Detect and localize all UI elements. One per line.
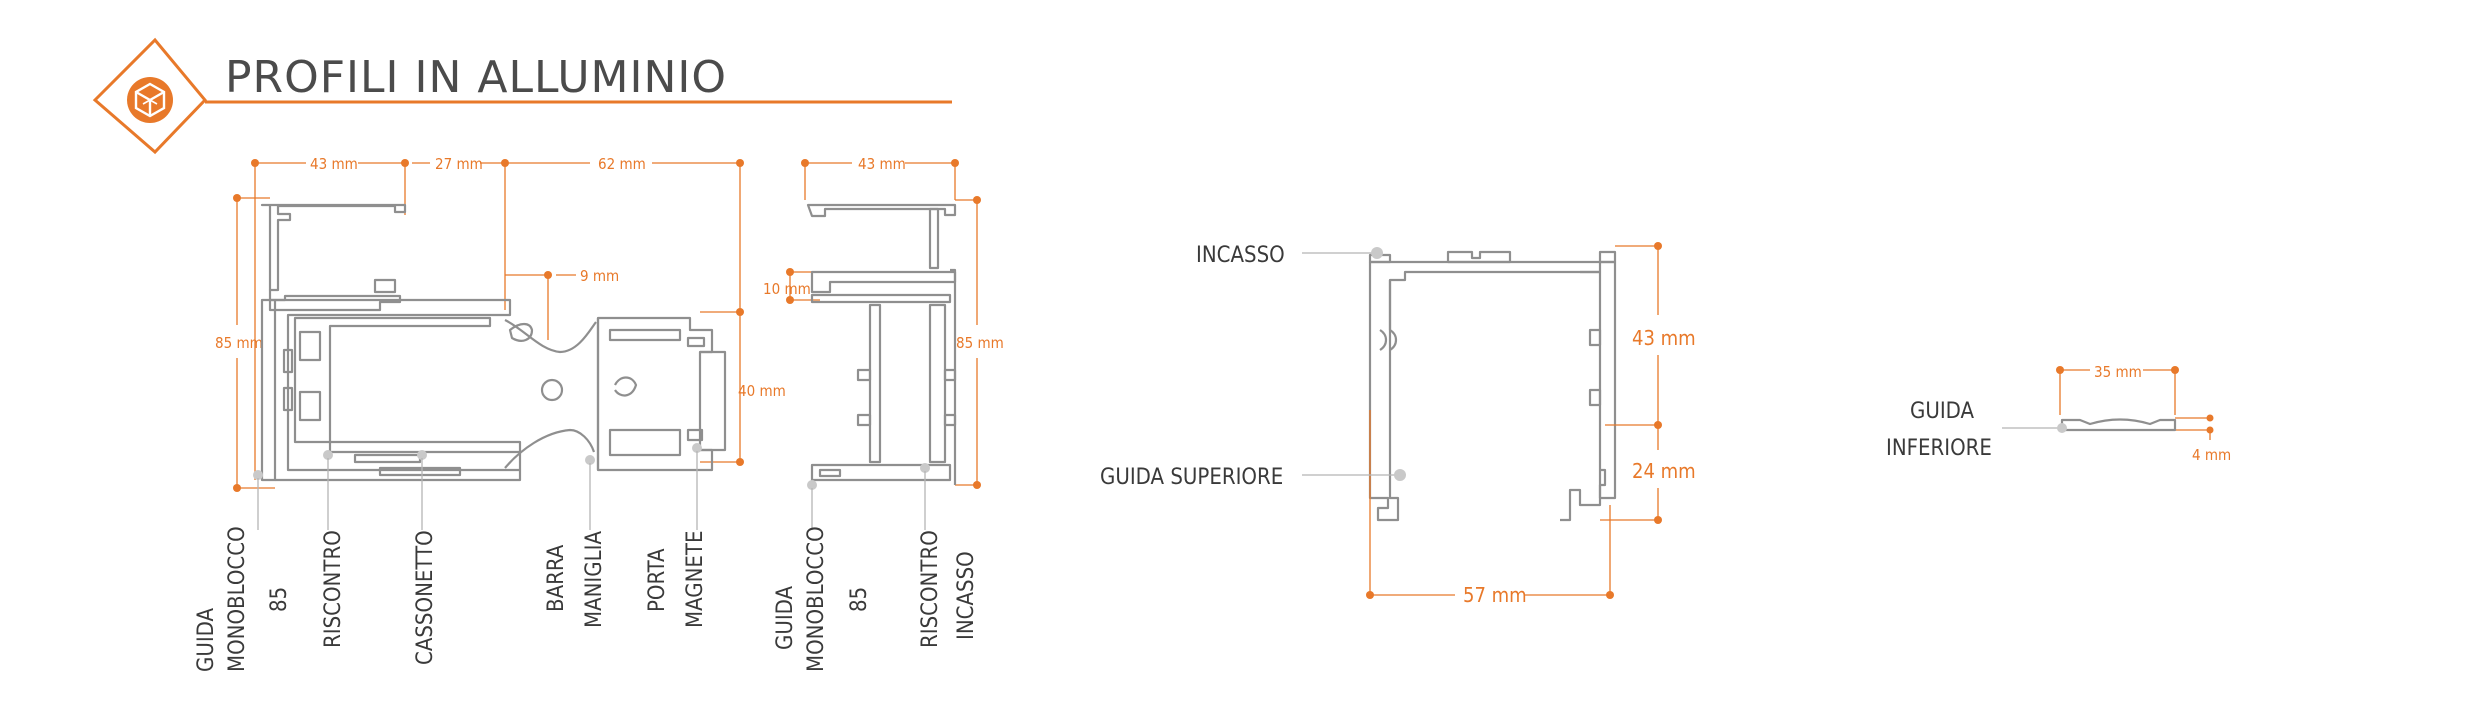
- left-label-leaders: [253, 443, 702, 530]
- label-barra-maniglia-line1: BARRA: [544, 544, 569, 612]
- label-guida-monoblocco-mid-line1: GUIDA: [773, 585, 798, 650]
- dim-4mm: 4 mm: [2192, 446, 2231, 464]
- dim-43mm-left: 43 mm: [310, 155, 358, 173]
- label-riscontro-incasso-line2: INCASSO: [954, 551, 979, 640]
- dim-85mm-left: 85 mm: [215, 334, 263, 352]
- label-porta-magnete-line1: PORTA: [645, 548, 670, 612]
- dim-27mm: 27 mm: [435, 155, 483, 173]
- guida-inferiore-dimensions: 35 mm 4 mm: [2056, 363, 2231, 464]
- label-cassonetto: CASSONETTO: [413, 530, 438, 665]
- page-title: PROFILI IN ALLUMINIO: [225, 52, 727, 103]
- guida-inferiore-assembly: 35 mm 4 mm GUIDA INFERIORE: [1886, 363, 2231, 464]
- dim-40mm-group: 40 mm: [700, 308, 786, 466]
- label-porta-magnete-line2: MAGNETE: [683, 531, 708, 628]
- label-guida-monoblocco-mid-line2: MONOBLOCCO: [804, 526, 829, 672]
- left-profile-shapes: [260, 203, 727, 482]
- left-top-dimensions: 43 mm 27 mm 62 mm 9 mm: [251, 155, 744, 480]
- label-riscontro-incasso-line1: RISCONTRO: [918, 530, 943, 648]
- middle-label-leaders: [807, 463, 930, 530]
- middle-assembly: 43 mm 10 mm 85 mm: [763, 155, 1004, 672]
- dim-62mm: 62 mm: [598, 155, 646, 173]
- right-profile-shapes: [1368, 250, 1617, 522]
- dim-40mm: 40 mm: [738, 382, 786, 400]
- dim-24mm: 24 mm: [1632, 459, 1696, 483]
- label-barra-maniglia-line2: MANIGLIA: [582, 531, 607, 628]
- dim-10mm: 10 mm: [763, 280, 811, 298]
- dim-85mm-middle: 85 mm: [956, 334, 1004, 352]
- middle-dimensions: 43 mm 10 mm 85 mm: [763, 155, 1004, 489]
- label-guida-inferiore-line2: INFERIORE: [1886, 436, 1992, 461]
- left-vertical-dimension: 85 mm: [215, 194, 275, 492]
- dim-35mm: 35 mm: [2094, 363, 2142, 381]
- middle-labels: GUIDA MONOBLOCCO 85 RISCONTRO INCASSO: [773, 526, 979, 672]
- middle-profile-shapes: [806, 203, 957, 485]
- dim-43mm-right: 43 mm: [1632, 326, 1696, 350]
- dim-9mm: 9 mm: [580, 267, 619, 285]
- dim-43mm-middle: 43 mm: [858, 155, 906, 173]
- label-guida-monoblocco-line2: MONOBLOCCO: [225, 526, 250, 672]
- left-assembly: 43 mm 27 mm 62 mm 9 mm: [194, 155, 786, 672]
- label-guida-superiore: GUIDA SUPERIORE: [1100, 465, 1283, 490]
- label-riscontro: RISCONTRO: [321, 530, 346, 648]
- left-labels: GUIDA MONOBLOCCO 85 RISCONTRO CASSONETTO…: [194, 526, 708, 672]
- aluminium-profile-cube-icon: [127, 77, 173, 123]
- header-diamond-frame: [92, 37, 208, 155]
- label-guida-monoblocco-mid-line3: 85: [847, 587, 872, 612]
- guida-inferiore-profile: [2060, 418, 2177, 432]
- label-guida-monoblocco-line3: 85: [267, 587, 292, 612]
- right-dimensions: 43 mm 24 mm 57 mm: [1366, 242, 1696, 607]
- header: PROFILI IN ALLUMINIO: [92, 37, 952, 155]
- label-guida-inferiore-line1: GUIDA: [1910, 399, 1975, 424]
- right-assembly: 43 mm 24 mm 57 mm INCASSO GUIDA SUPERIOR…: [1100, 242, 1696, 607]
- dim-57mm: 57 mm: [1463, 583, 1527, 607]
- label-guida-monoblocco-line1: GUIDA: [194, 607, 219, 672]
- right-label-leaders: [1302, 247, 1406, 481]
- label-incasso: INCASSO: [1196, 243, 1285, 268]
